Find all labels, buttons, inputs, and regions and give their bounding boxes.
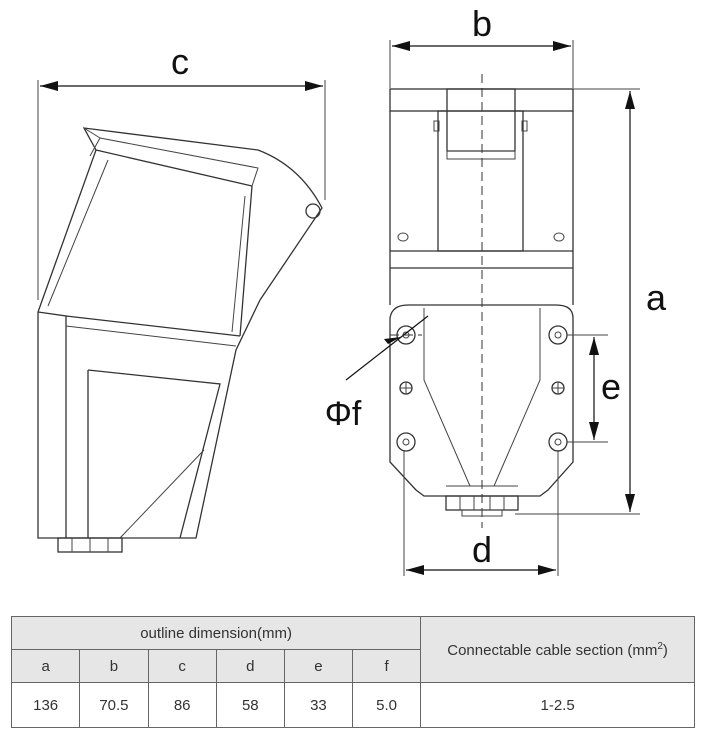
table-column-row: a b c d e f — [10, 649, 695, 683]
arrowhead-d-left — [406, 565, 424, 575]
label-a: a — [646, 277, 667, 318]
column-header-a: a — [10, 649, 81, 683]
arrowhead-d-right — [538, 565, 556, 575]
cable-section-header-close: ) — [662, 641, 668, 659]
value-d: 58 — [215, 682, 285, 728]
cable-section-header-text: Connectable cable section (mm — [447, 641, 658, 659]
side-inner-diagonal — [119, 449, 205, 539]
value-cable-section: 1-2.5 — [420, 682, 695, 728]
lid-rim — [99, 137, 259, 187]
technical-drawing: c b a — [37, 3, 667, 576]
cable-section-header-sup: 2 — [657, 640, 663, 652]
value-c: 86 — [147, 682, 217, 728]
cable-section-header: Connectable cable section (mm2) — [420, 616, 695, 683]
label-c: c — [171, 41, 189, 82]
front-vent-right — [553, 232, 565, 242]
arrowhead-e-bottom — [589, 422, 599, 440]
label-b: b — [472, 3, 492, 44]
leader-line-f — [345, 315, 429, 381]
front-inner-right — [493, 308, 541, 487]
front-vent-left — [397, 232, 409, 242]
value-b: 70.5 — [79, 682, 149, 728]
side-body-top-edge-inner — [65, 325, 237, 347]
arrowhead-c-left — [40, 81, 58, 91]
outline-dimension-header: outline dimension(mm) — [10, 616, 422, 650]
arrowhead-a-top — [625, 91, 635, 109]
column-header-e: e — [283, 649, 353, 683]
column-header-b: b — [79, 649, 149, 683]
arrowhead-c-right — [305, 81, 323, 91]
front-view: b a — [325, 3, 667, 576]
front-lid-center — [437, 110, 524, 252]
table-value-row: 136 70.5 86 58 33 5.0 1-2.5 — [10, 682, 695, 728]
table-header-row: outline dimension(mm) Connectable cable … — [10, 616, 695, 683]
hole-bottom-right — [548, 432, 568, 452]
arrowhead-b-left — [392, 41, 410, 51]
column-header-c: c — [147, 649, 217, 683]
label-e: e — [601, 366, 621, 407]
column-header-d: d — [215, 649, 285, 683]
hole-bottom-left-center — [402, 438, 410, 446]
side-body-top-edge — [65, 315, 241, 337]
front-latch — [446, 88, 516, 152]
front-lower-body — [389, 304, 574, 497]
hole-top-right-center — [554, 331, 562, 339]
hole-bottom-left — [396, 432, 416, 452]
arrowhead-f — [384, 337, 401, 344]
front-gland-tip — [461, 509, 503, 517]
side-body-front-edge — [37, 311, 67, 538]
column-header-f: f — [351, 649, 422, 683]
lid-edge-right — [231, 195, 246, 333]
arrowhead-a-bottom — [625, 494, 635, 512]
lid-side-face — [37, 149, 253, 337]
value-e: 33 — [283, 682, 353, 728]
lid-edge-left — [47, 159, 109, 307]
front-latch-clip-left — [433, 120, 440, 132]
side-view: c — [37, 41, 326, 553]
arrowhead-b-right — [553, 41, 571, 51]
side-inner-panel — [87, 369, 221, 539]
value-f: 5.0 — [351, 682, 422, 728]
side-body-outline — [37, 299, 261, 539]
front-inner-left — [423, 308, 471, 487]
dimension-table: outline dimension(mm) Connectable cable … — [10, 616, 695, 728]
hinge-pin — [305, 203, 321, 219]
hole-top-right — [548, 325, 568, 345]
label-f: Φf — [325, 395, 362, 433]
lid-top-outline — [82, 127, 323, 301]
label-d: d — [472, 529, 492, 570]
hole-bottom-right-center — [554, 438, 562, 446]
front-latch-base — [446, 150, 516, 160]
arrowhead-e-top — [589, 337, 599, 355]
front-latch-clip-right — [521, 120, 528, 132]
value-a: 136 — [10, 682, 81, 728]
